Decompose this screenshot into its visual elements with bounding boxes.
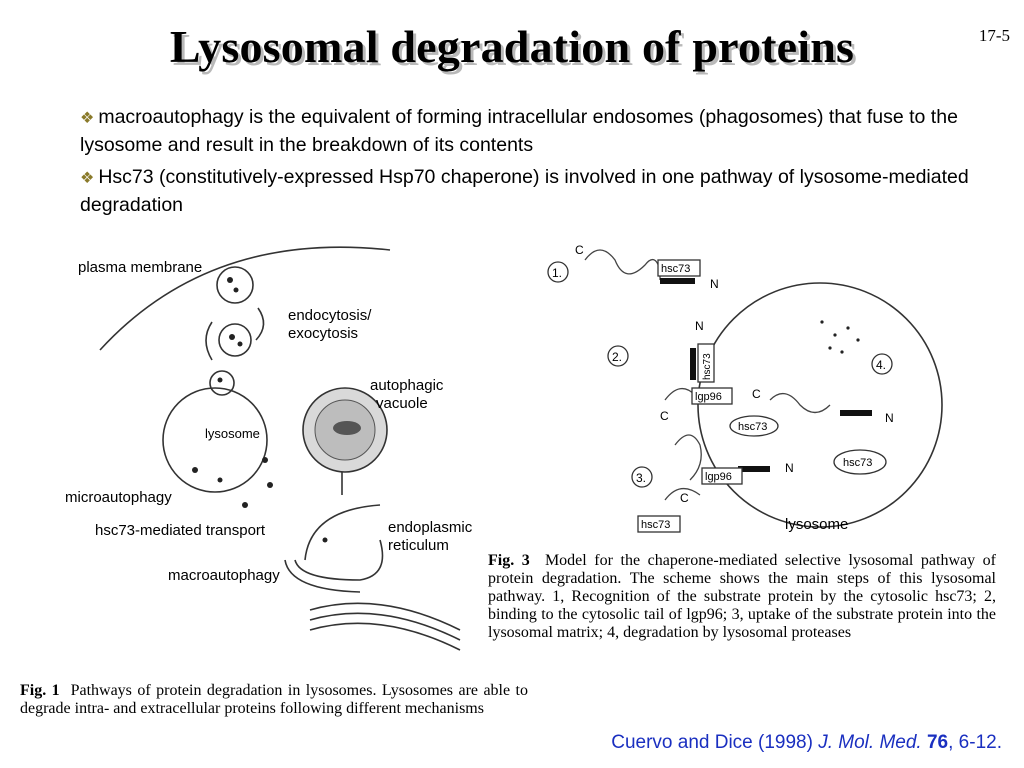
diamond-bullet-icon: ❖ [80, 110, 95, 127]
bullet-text: macroautophagy is the equivalent of form… [80, 106, 958, 156]
er-stack-3 [309, 622, 461, 651]
hsc73-text-3: hsc73 [738, 421, 767, 433]
label-c-3: C [752, 387, 761, 401]
substrate-bar-3 [738, 466, 770, 472]
hsc73-text-1: hsc73 [661, 263, 690, 275]
er-arc-3 [284, 559, 361, 593]
fig1-diagram: plasma membrane endocytosis/ exocytosis … [65, 246, 473, 651]
step2-label: 2. [612, 350, 622, 364]
arrow-up [205, 321, 213, 361]
hsc73-text-2: hsc73 [702, 353, 713, 380]
endosome-3 [209, 370, 235, 396]
label-endocytosis-2: exocytosis [288, 325, 358, 342]
fig1-caption-text: Pathways of protein degradation in lysos… [20, 682, 529, 717]
fig3-diagram: 1. 2. 3. 4. C N N C C N N C hsc73 hsc73 … [547, 243, 943, 533]
lgp96-text-1: lgp96 [695, 391, 722, 403]
hsc73-oval-1 [729, 415, 779, 437]
label-c-4: C [680, 491, 689, 505]
hsc73-text-5: hsc73 [641, 519, 670, 531]
label-microautophagy: microautophagy [65, 489, 172, 506]
arrow-down [255, 307, 265, 341]
label-er-2: reticulum [388, 537, 449, 554]
step3-circle [631, 466, 653, 488]
bullet-text: Hsc73 (constitutively-expressed Hsp70 ch… [80, 166, 969, 216]
bullet-item: ❖Hsc73 (constitutively-expressed Hsp70 c… [80, 164, 1010, 218]
bullet-list: ❖macroautophagy is the equivalent of for… [80, 104, 1010, 224]
citation-authors: Cuervo and Dice (1998) [611, 732, 813, 753]
lysosome-label: lysosome [785, 516, 848, 533]
label-endocytosis-1: endocytosis/ [288, 307, 372, 324]
label-hsc73-transport: hsc73-mediated transport [95, 522, 266, 539]
er-stack-1 [309, 602, 461, 631]
endosome-1 [216, 266, 254, 304]
label-macroautophagy: macroautophagy [168, 567, 280, 584]
fig3-caption: Fig. 3 Model for the chaperone-mediated … [488, 552, 996, 642]
label-lysosome: lysosome [205, 426, 260, 441]
fig1-caption: Fig. 1 Pathways of protein degradation i… [20, 682, 528, 718]
hsc73-box-1 [657, 259, 701, 277]
lysosome-big-circle [697, 282, 943, 528]
protein-chain-4 [769, 393, 831, 414]
step1-circle [547, 261, 569, 283]
hsc73-text-4: hsc73 [843, 457, 872, 469]
mitochondrion-shape [333, 421, 361, 435]
label-er-1: endoplasmic [388, 519, 473, 536]
slide-number: 17-5 [978, 26, 1010, 45]
lgp96-text-2: lgp96 [705, 471, 732, 483]
label-autophagic-1: autophagic [370, 377, 444, 394]
er-stack-2 [309, 612, 461, 641]
fig3-caption-label: Fig. 3 [488, 552, 530, 569]
label-n-3: N [885, 411, 894, 425]
lgp96-box-2 [701, 467, 743, 485]
citation-pages: , 6-12. [948, 732, 1002, 753]
step1-label: 1. [552, 266, 562, 280]
endosome-2 [218, 323, 252, 357]
diamond-bullet-icon: ❖ [80, 170, 95, 187]
protein-chain-3 [674, 434, 702, 481]
bullet-item: ❖macroautophagy is the equivalent of for… [80, 104, 1010, 158]
step4-circle [871, 353, 893, 375]
substrate-bar-2 [690, 348, 696, 380]
page-title: Lysosomal degradation of proteins [169, 21, 855, 72]
citation-volume: 76 [926, 732, 949, 753]
substrate-bar-4 [840, 410, 872, 416]
fig1-caption-label: Fig. 1 [20, 682, 60, 699]
label-c-1: C [575, 243, 584, 257]
step4-label: 4. [876, 358, 886, 372]
fig3-caption-text: Model for the chaperone-mediated selecti… [488, 552, 996, 641]
step2-circle [607, 345, 629, 367]
label-n-2: N [695, 319, 704, 333]
citation-journal: J. Mol. Med. [818, 732, 922, 753]
lysosome-circle [162, 387, 268, 493]
er-arc-1 [304, 504, 381, 561]
plasma-membrane-curve [99, 246, 391, 351]
hsc73-box-3 [637, 515, 681, 533]
er-arc-2 [294, 539, 384, 581]
lgp96-box-1 [691, 387, 733, 405]
label-autophagic-2: vacuole [376, 395, 428, 412]
label-n-4: N [785, 461, 794, 475]
hsc73-box-2 [697, 343, 715, 383]
label-n-1: N [710, 277, 719, 291]
substrate-bar-1 [660, 278, 695, 284]
label-c-2: C [660, 409, 669, 423]
protein-chain-1 [584, 249, 661, 280]
step3-label: 3. [636, 471, 646, 485]
label-plasma-membrane: plasma membrane [78, 259, 202, 276]
citation: Cuervo and Dice (1998) J. Mol. Med. 76, … [611, 732, 1002, 754]
protein-chain-5 [664, 488, 701, 501]
hsc73-oval-2 [833, 449, 887, 475]
